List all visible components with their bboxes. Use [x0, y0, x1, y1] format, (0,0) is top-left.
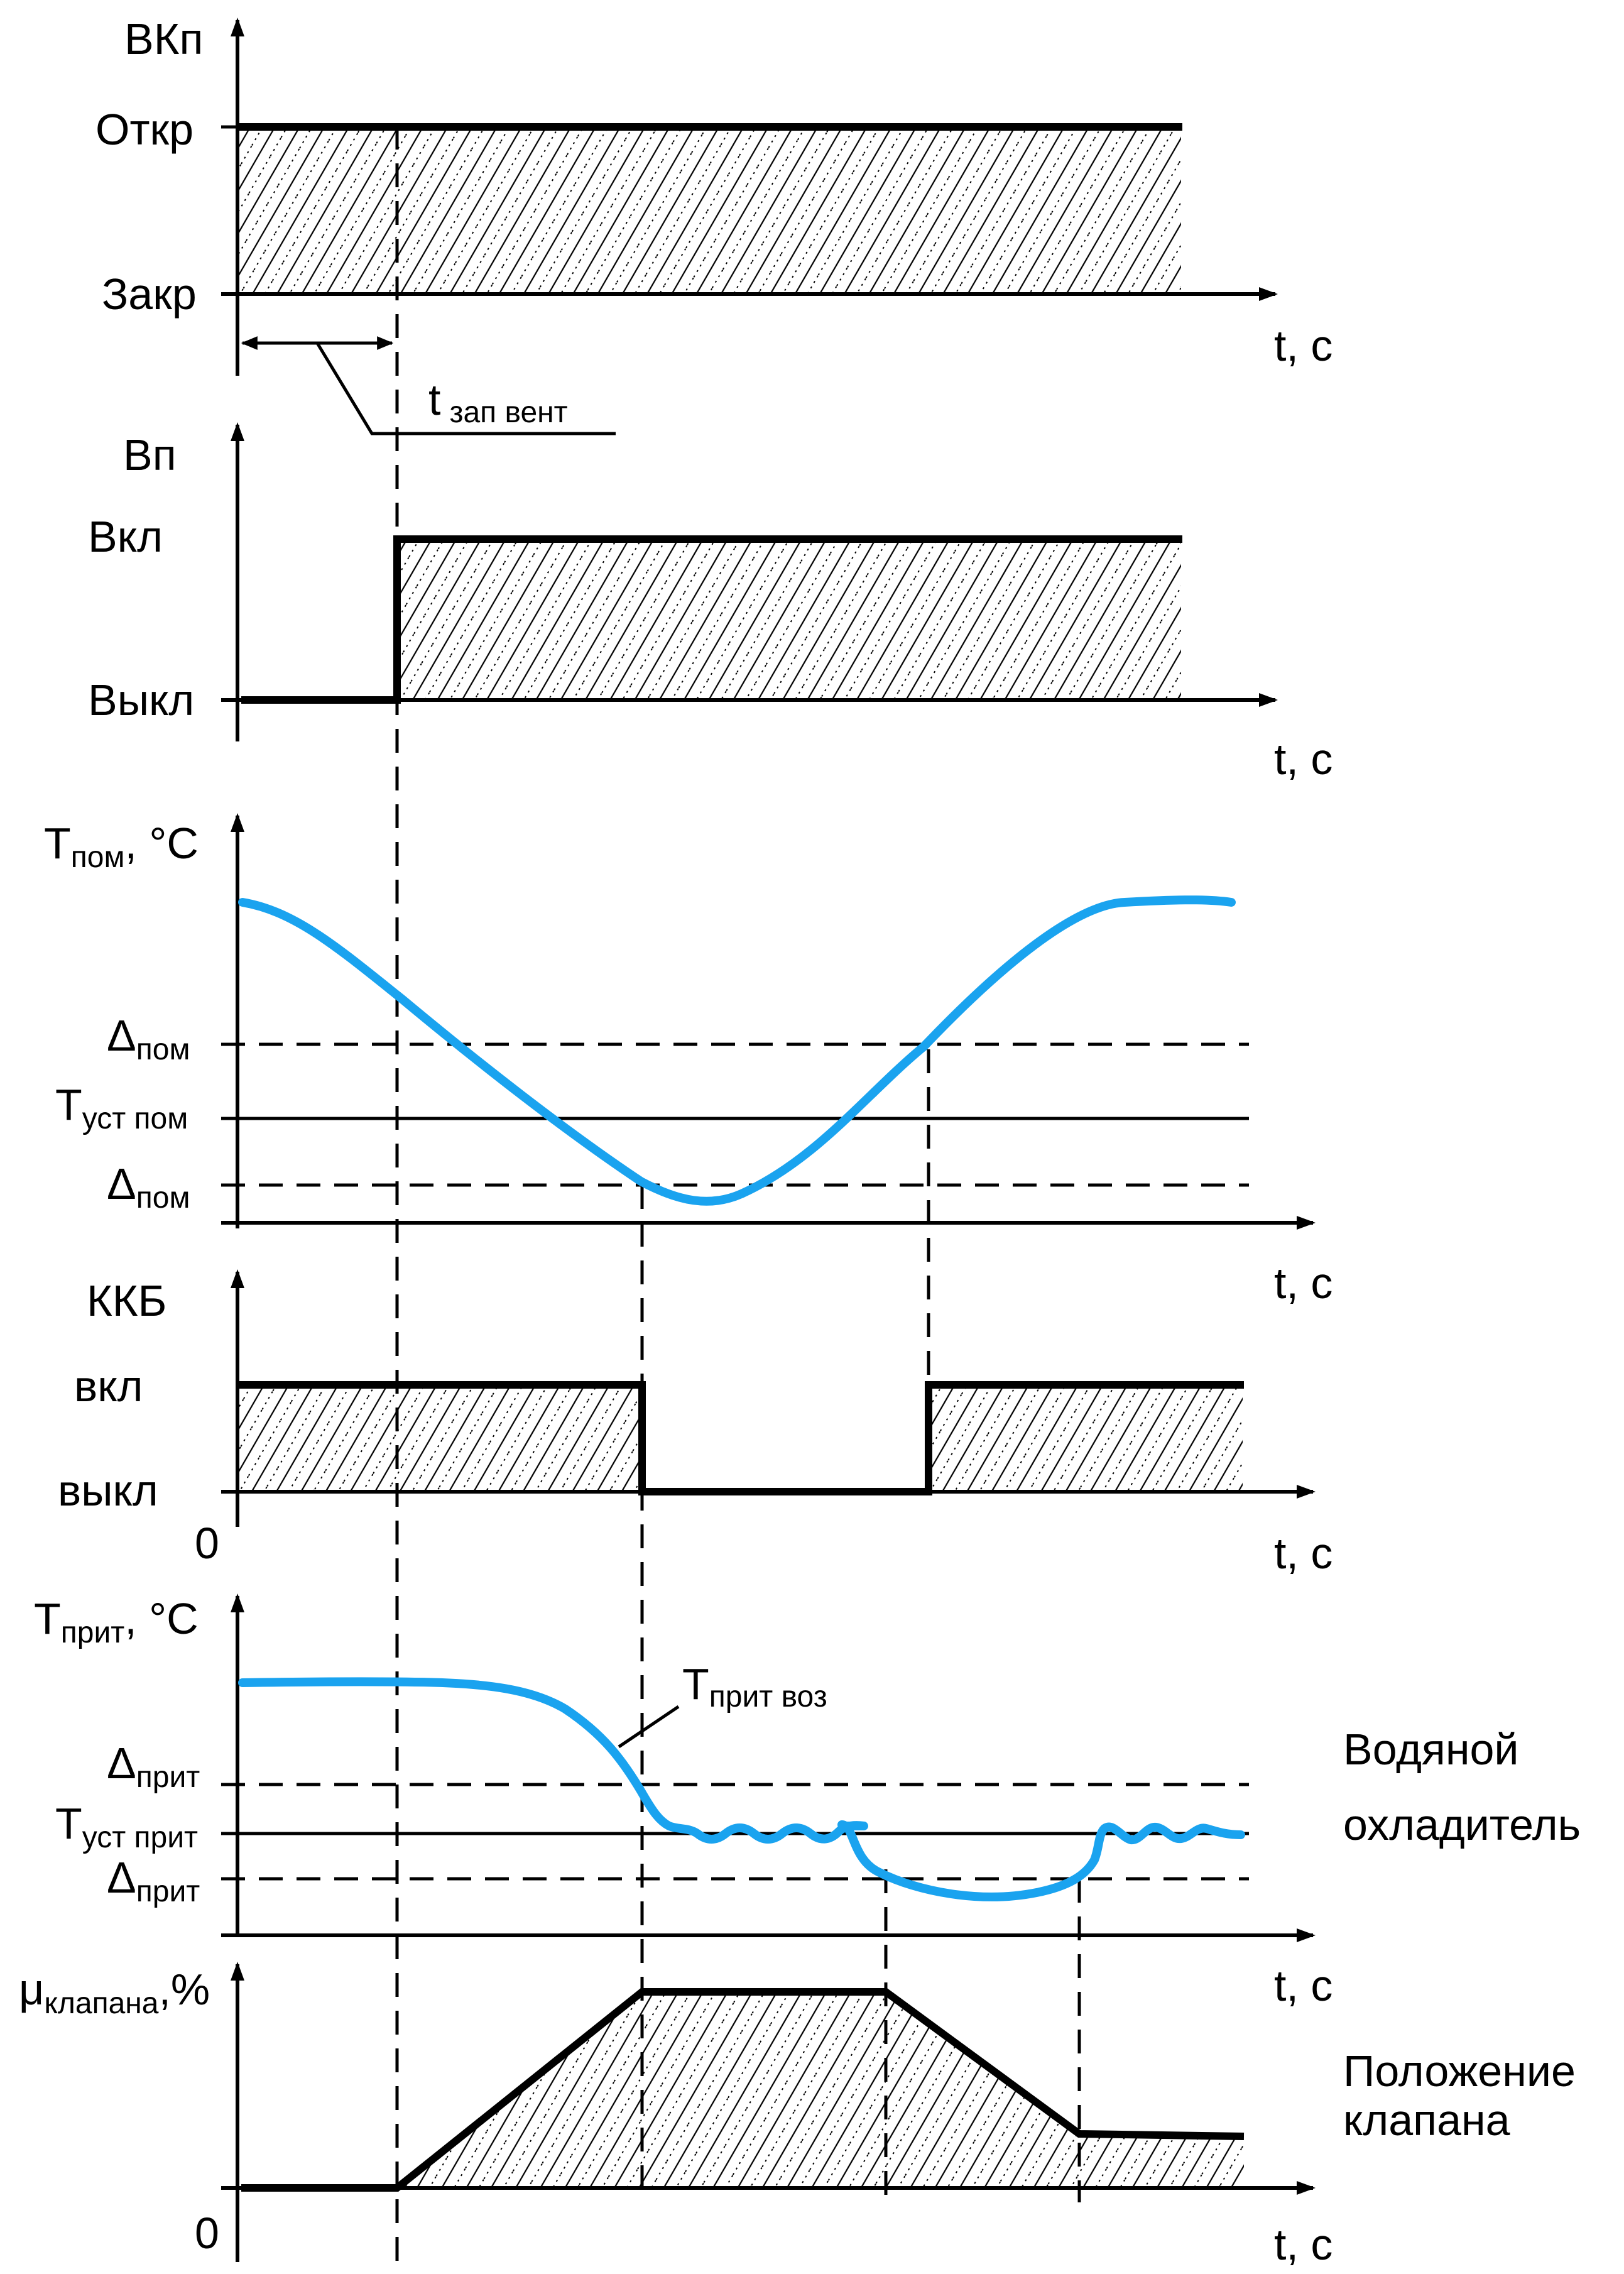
- room-setpoint-main: T: [55, 1080, 82, 1129]
- room-setpoint-sub: уст пом: [82, 1102, 188, 1135]
- supply-axis-sub: прит: [61, 1616, 125, 1649]
- damper-axis-label: ВКп: [124, 14, 203, 63]
- fan-on-fill: [397, 539, 1181, 700]
- supply-curve-label: Tприт воз: [682, 1659, 827, 1714]
- room-delta-top-label: Δпом: [107, 1011, 190, 1066]
- compressor-on-fill-2: [929, 1385, 1243, 1492]
- delay-label: t зап вент: [428, 375, 568, 429]
- compressor-axis-label: ККБ: [87, 1276, 167, 1325]
- room-axis-sub: пом: [71, 841, 125, 874]
- valve-side-note-line1: Положение: [1343, 2047, 1576, 2096]
- valve-axis-main: μ: [19, 1965, 44, 2014]
- room-delta-bottom-label: Δпом: [107, 1159, 190, 1215]
- compressor-zero-label: 0: [195, 1519, 219, 1568]
- fan-on-label: Вкл: [88, 512, 163, 561]
- room-axis-unit: , °C: [124, 819, 198, 868]
- room-delta-bottom-sub: пом: [136, 1181, 190, 1215]
- supply-delta-bottom-label: Δприт: [107, 1853, 200, 1908]
- valve-axis-sub: клапана: [44, 1987, 158, 2020]
- panel-damper: ВКп Откр Закр t, с t зап вент: [95, 14, 1332, 435]
- fan-time-label: t, с: [1274, 735, 1332, 784]
- damper-open-fill: [237, 127, 1181, 294]
- supply-setpoint-sub: уст прит: [82, 1821, 198, 1854]
- supply-axis-label: Tприт, °C: [34, 1594, 199, 1649]
- valve-axis-label: μклапана,%: [19, 1965, 210, 2020]
- supply-axis-unit: , °C: [124, 1594, 198, 1643]
- valve-position-signal: [241, 1988, 1245, 2192]
- valve-side-note-line2: клапана: [1343, 2096, 1510, 2145]
- room-axis-label: Tпом, °C: [44, 819, 199, 874]
- valve-zero-label: 0: [195, 2209, 219, 2258]
- fan-axis-label: Вп: [123, 430, 177, 479]
- supply-setpoint-main: T: [55, 1799, 82, 1848]
- panel-room-temperature: Tпом, °C Δпом Tуст пом Δпом t, с: [44, 813, 1332, 1308]
- supply-setpoint-label: Tуст прит: [55, 1799, 198, 1854]
- supply-delta-top-label: Δприт: [107, 1739, 200, 1794]
- supply-time-label: t, с: [1274, 1961, 1332, 2010]
- damper-time-label: t, с: [1274, 321, 1332, 370]
- compressor-off-label: выкл: [58, 1466, 158, 1515]
- supply-delta-bottom-sub: прит: [136, 1875, 200, 1908]
- room-axis-main: T: [44, 819, 71, 868]
- supply-curve-label-sub: прит воз: [709, 1680, 827, 1714]
- panel-fan: Вп Вкл Выкл t, с: [88, 422, 1332, 784]
- panel-supply-temperature: Tприт воз Tприт, °C Δприт Tуст прит Δпри…: [34, 1593, 1581, 2010]
- fan-off-label: Выкл: [88, 675, 194, 724]
- room-delta-bottom-main: Δ: [107, 1159, 136, 1208]
- valve-position-fill: [397, 1992, 1244, 2188]
- supply-axis-main: T: [34, 1594, 61, 1643]
- room-delta-top-sub: пом: [136, 1033, 190, 1066]
- supply-temperature-curve: [238, 1677, 1245, 1901]
- supply-delta-top-sub: прит: [136, 1761, 200, 1794]
- compressor-on-label: вкл: [74, 1362, 143, 1411]
- valve-time-label: t, с: [1274, 2220, 1332, 2269]
- valve-axis-unit: ,%: [158, 1965, 210, 2014]
- supply-delta-bottom-main: Δ: [107, 1853, 136, 1902]
- supply-delta-top-main: Δ: [107, 1739, 136, 1788]
- panel-compressor: ККБ вкл выкл 0 t, с: [58, 1269, 1332, 1578]
- compressor-on-fill-1: [237, 1385, 642, 1492]
- delay-leader-line: [315, 342, 616, 435]
- supply-curve-label-main: T: [682, 1659, 709, 1708]
- delay-label-sub: зап вент: [449, 396, 567, 429]
- room-setpoint-label: Tуст пом: [55, 1080, 188, 1135]
- damper-closed-label: Закр: [102, 270, 197, 319]
- compressor-signal: [237, 1381, 1244, 1495]
- supply-side-note-line1: Водяной: [1343, 1725, 1519, 1774]
- delay-label-main: t: [428, 375, 440, 424]
- supply-curve-leader-line: [618, 1705, 680, 1749]
- damper-open-label: Откр: [95, 105, 193, 154]
- panel-valve: μклапана,% 0 Положение клапана t, с: [19, 1962, 1576, 2269]
- compressor-time-label: t, с: [1274, 1529, 1332, 1578]
- room-temperature-curve: [238, 895, 1236, 1206]
- supply-side-note-line2: охладитель: [1343, 1800, 1581, 1849]
- room-time-label: t, с: [1274, 1259, 1332, 1308]
- fan-signal: [241, 535, 1182, 704]
- room-delta-top-main: Δ: [107, 1011, 136, 1060]
